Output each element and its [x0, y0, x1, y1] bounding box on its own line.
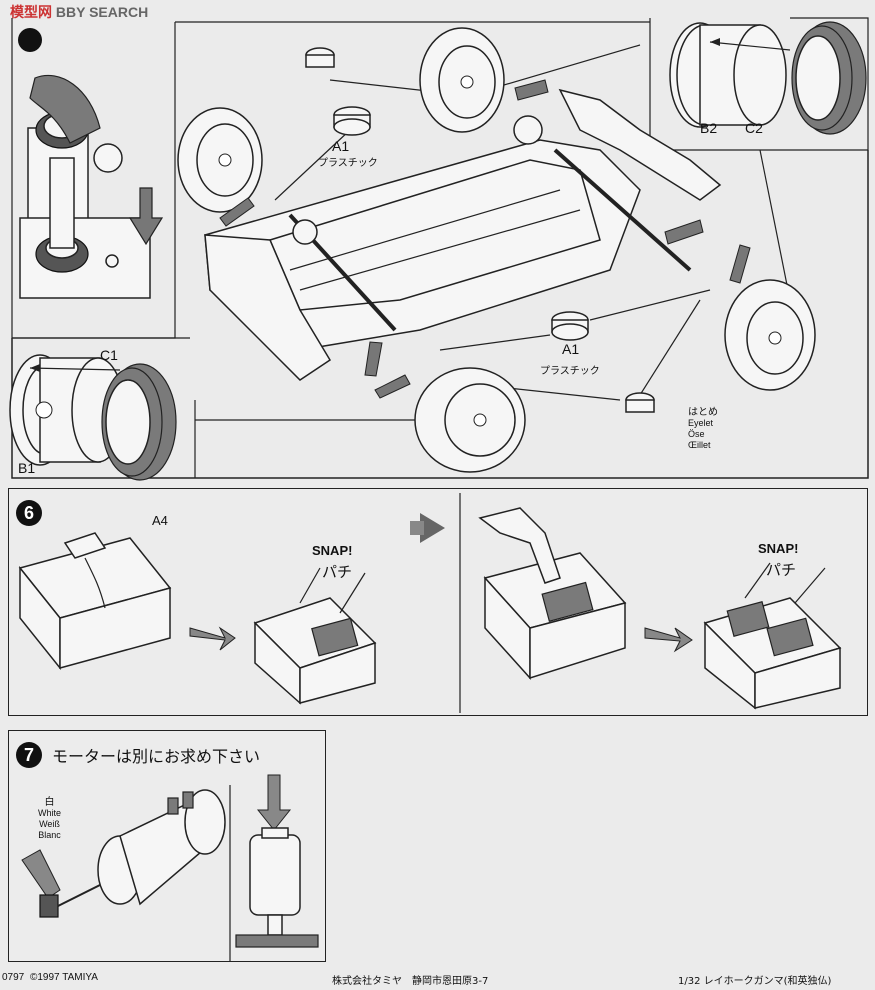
step5-number-badge	[18, 28, 42, 52]
label-c2: C2	[745, 120, 763, 136]
step7-note: モーターは別にお求め下さい	[52, 747, 261, 766]
wire-de: Weiß	[39, 819, 60, 829]
footer-company: 株式会社タミヤ 静岡市恩田原3-7	[332, 976, 489, 987]
label-b1: B1	[18, 460, 36, 476]
label-plastic-top: プラスチック	[318, 158, 378, 169]
footer-code: 0797	[2, 972, 25, 983]
label-a1-bottom: A1	[562, 341, 580, 357]
step6-number: 6	[16, 500, 42, 526]
step7-number: 7	[16, 742, 42, 768]
label-b2: B2	[700, 120, 718, 136]
snap2-jp-label: パチ	[766, 561, 797, 579]
chassis-illustration	[177, 27, 816, 473]
step6-illustration	[18, 493, 842, 713]
step7-illustration	[21, 774, 319, 962]
eyelet-fr: Œillet	[688, 440, 711, 450]
watermark: 模型网 BBY SEARCH	[10, 2, 148, 22]
snap1-jp-label: パチ	[322, 563, 353, 581]
wire-jp: 白	[44, 797, 55, 808]
side-view-illustration	[19, 74, 164, 299]
label-plastic-bottom: プラスチック	[540, 366, 600, 377]
wire-en: White	[38, 808, 62, 818]
watermark-site: 模型网	[10, 4, 52, 20]
eyelet-jp: はとめ	[688, 407, 718, 418]
eyelet-de: Öse	[688, 429, 705, 439]
footer-copyright: ©1997 TAMIYA	[30, 972, 98, 983]
label-a4: A4	[152, 513, 168, 528]
eyelet-label-group: はとめ Eyelet Öse Œillet	[688, 407, 718, 451]
label-c1: C1	[100, 347, 118, 363]
wire-label-group: 白 White Weiß Blanc	[38, 797, 61, 841]
wire-fr: Blanc	[38, 830, 61, 840]
eyelet-en: Eyelet	[688, 418, 714, 428]
snap1-label: SNAP!	[312, 543, 353, 558]
rear-wheel-inset	[669, 21, 867, 135]
front-wheel-inset	[9, 354, 177, 481]
watermark-text: BBY SEARCH	[55, 4, 149, 20]
label-a1-top: A1	[332, 138, 350, 154]
snap2-label: SNAP!	[758, 541, 799, 556]
footer-product: 1/32 レイホークガンマ(和英独仏)	[678, 976, 832, 987]
